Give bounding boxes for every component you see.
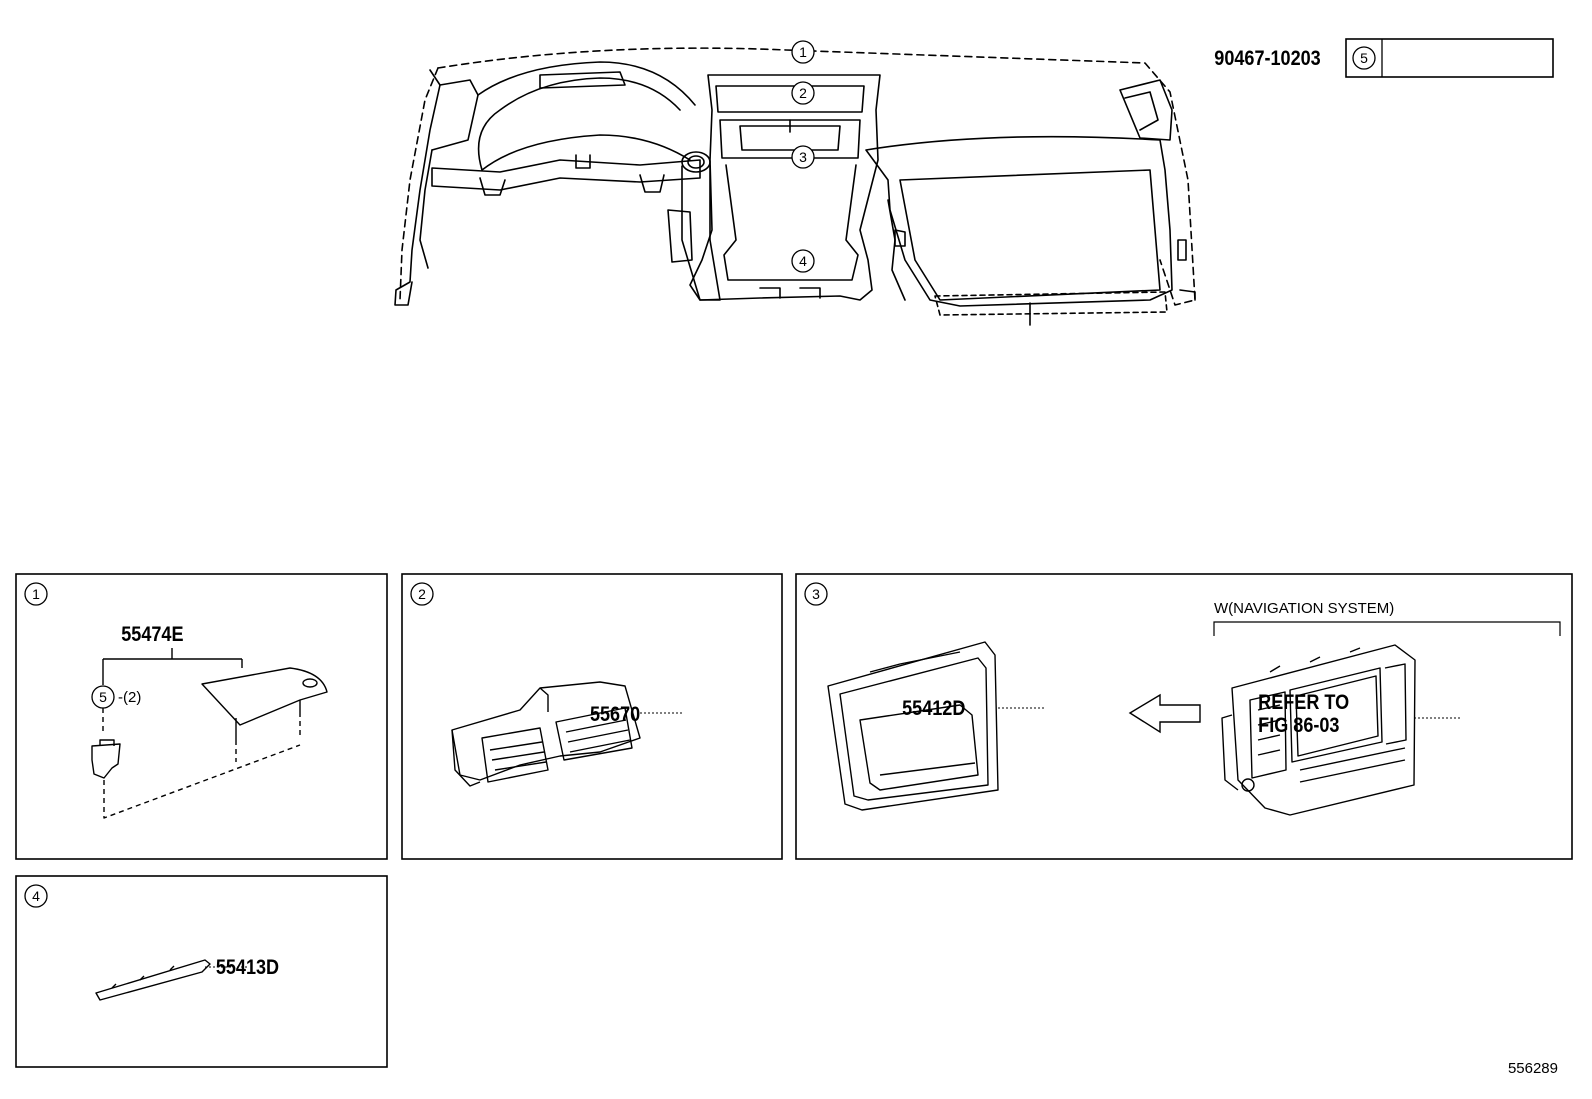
panel-2: 2 55670 (401, 573, 783, 860)
lower-trim-strip (95, 959, 211, 1001)
overview-callout-4: 4 (791, 249, 815, 273)
center-cluster-bezel (827, 641, 999, 811)
part-number-55412D: 55412D (902, 697, 965, 721)
sub-ref-callout: 5 (99, 689, 107, 705)
refer-line-2: FIG 86-03 (1258, 714, 1339, 738)
dash-pad-outline (437, 47, 1196, 306)
panel-number: 2 (418, 586, 426, 602)
overview-callout-1: 1 (791, 40, 815, 64)
part-number-55670: 55670 (590, 703, 640, 727)
svg-text:3: 3 (799, 149, 807, 165)
legend-box: 5 90467-10203 (1214, 38, 1554, 78)
sub-ref-quantity: -(2) (118, 689, 141, 706)
figure-id: 556289 (1508, 1060, 1558, 1077)
panel-4: 4 55413D (15, 875, 388, 1068)
svg-text:1: 1 (799, 44, 807, 60)
panel-number: 4 (32, 888, 40, 904)
panel-3: 3 55412D W(NAVIGATION SYSTEM) (795, 573, 1573, 860)
center-vent-assembly (451, 681, 641, 787)
navigation-unit (1221, 644, 1416, 816)
part-number-55474E: 55474E (121, 623, 183, 647)
legend-ref-num: 5 (1360, 50, 1368, 66)
panel-1: 1 55474E 5 -(2) (15, 573, 388, 860)
overview-callout-2: 2 (791, 81, 815, 105)
legend-part-number: 90467-10203 (1214, 47, 1321, 71)
part-number-55413D: 55413D (216, 956, 279, 980)
direction-arrow (1128, 693, 1201, 734)
overview-callout-3: 3 (791, 145, 815, 169)
instrument-panel-overview (394, 47, 1196, 326)
svg-text:4: 4 (799, 253, 807, 269)
refer-line-1: REFER TO (1258, 691, 1349, 715)
svg-text:2: 2 (799, 85, 807, 101)
panel-number: 1 (32, 586, 40, 602)
condition-label: W(NAVIGATION SYSTEM) (1214, 600, 1394, 617)
panel-number: 3 (812, 586, 820, 602)
